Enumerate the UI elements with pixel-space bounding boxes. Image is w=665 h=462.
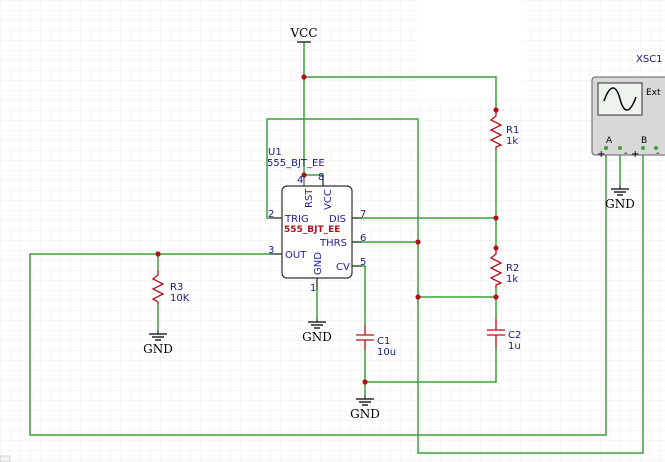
scope-a-plus: +	[597, 149, 605, 160]
junction-dot	[155, 251, 161, 257]
scope-ext-label: Ext	[646, 88, 661, 98]
scope-terminal[interactable]	[618, 146, 622, 150]
r3-value: 10K	[170, 293, 190, 304]
scope-terminal[interactable]	[641, 146, 645, 150]
wires[interactable]	[29, 42, 644, 454]
pin-num-rst: 4	[297, 175, 303, 186]
scope-b-plus: +	[631, 149, 639, 160]
resistor-r2[interactable]: R2 1k	[489, 248, 519, 288]
junction-dot	[362, 379, 368, 385]
pin-name-dis: DIS	[329, 214, 346, 225]
r2-ref: R2	[506, 263, 519, 274]
junction-dot	[493, 215, 499, 221]
ic-model-label: 555_BJT_EE	[267, 158, 325, 169]
capacitor-c2[interactable]: C2 1u	[487, 318, 521, 352]
sine-wave-icon	[603, 87, 637, 111]
wire-vcc-rail[interactable]	[304, 76, 497, 110]
pin-name-trig: TRIG	[284, 214, 309, 225]
resistor-r3[interactable]: R3 10K	[151, 270, 190, 305]
scope-channel-a: A	[606, 136, 613, 146]
scope-terminal[interactable]	[604, 146, 608, 150]
gnd-label: GND	[302, 330, 332, 344]
ground-c1[interactable]: GND	[350, 395, 380, 421]
ic-ref: U1	[268, 147, 282, 158]
ic-555[interactable]: U1 555_BJT_EE 555_BJT_EE RST VCC TRIG DI…	[267, 147, 366, 294]
c1-value: 10u	[377, 347, 396, 358]
r2-value: 1k	[506, 274, 518, 285]
ground-ic[interactable]: GND	[302, 318, 332, 344]
wire-trig-loop[interactable]	[266, 118, 644, 454]
scope-terminal[interactable]	[654, 146, 658, 150]
pin-name-gnd: GND	[313, 252, 324, 275]
wire-out[interactable]	[29, 148, 607, 436]
ic-model-inner: 555_BJT_EE	[284, 225, 340, 235]
c1-ref: C1	[377, 336, 390, 347]
pin-name-thrs: THRS	[319, 238, 347, 249]
scope-ref: XSC1	[636, 54, 663, 65]
r1-value: 1k	[506, 136, 518, 147]
resistor-r1[interactable]: R1 1k	[489, 110, 519, 150]
junction-dot	[493, 294, 499, 300]
pin-name-rst: RST	[304, 188, 315, 208]
junction-dot	[301, 74, 307, 80]
pin-name-vcc: VCC	[323, 189, 334, 210]
pin-num-gnd: 1	[310, 283, 316, 294]
oscilloscope-xsc1[interactable]: XSC1 Ext A B + - + -	[591, 54, 665, 160]
wire-c2-bottom[interactable]	[365, 348, 497, 383]
canvas-corner-marker	[0, 455, 11, 462]
c2-ref: C2	[508, 330, 521, 341]
c2-value: 1u	[508, 341, 521, 352]
r3-ref: R3	[170, 282, 183, 293]
pin-name-cv: CV	[336, 262, 350, 273]
ground-r3[interactable]: GND	[143, 330, 173, 356]
capacitor-c1[interactable]: C1 10u	[356, 325, 396, 358]
pin-num-vcc: 8	[318, 172, 324, 183]
scope-channel-b: B	[641, 136, 647, 146]
gnd-label: GND	[350, 407, 380, 421]
gnd-label: GND	[143, 342, 173, 356]
gnd-label: GND	[605, 197, 635, 211]
pin-num-trig: 2	[268, 209, 274, 220]
pin-num-thrs: 6	[360, 233, 366, 244]
ground-scope[interactable]: GND	[605, 185, 635, 211]
junction-dot	[415, 239, 421, 245]
vcc-label: VCC	[289, 26, 317, 40]
pin-num-cv: 5	[360, 257, 366, 268]
junction-dot	[415, 294, 421, 300]
r1-ref: R1	[506, 125, 519, 136]
scope-a-minus: -	[624, 148, 628, 159]
blank-region	[418, 0, 524, 100]
scope-b-minus: -	[656, 148, 660, 159]
vcc-symbol[interactable]: VCC	[289, 26, 318, 43]
pin-num-dis: 7	[360, 209, 366, 220]
pin-name-out: OUT	[285, 250, 307, 261]
pin-num-out: 3	[268, 245, 274, 256]
